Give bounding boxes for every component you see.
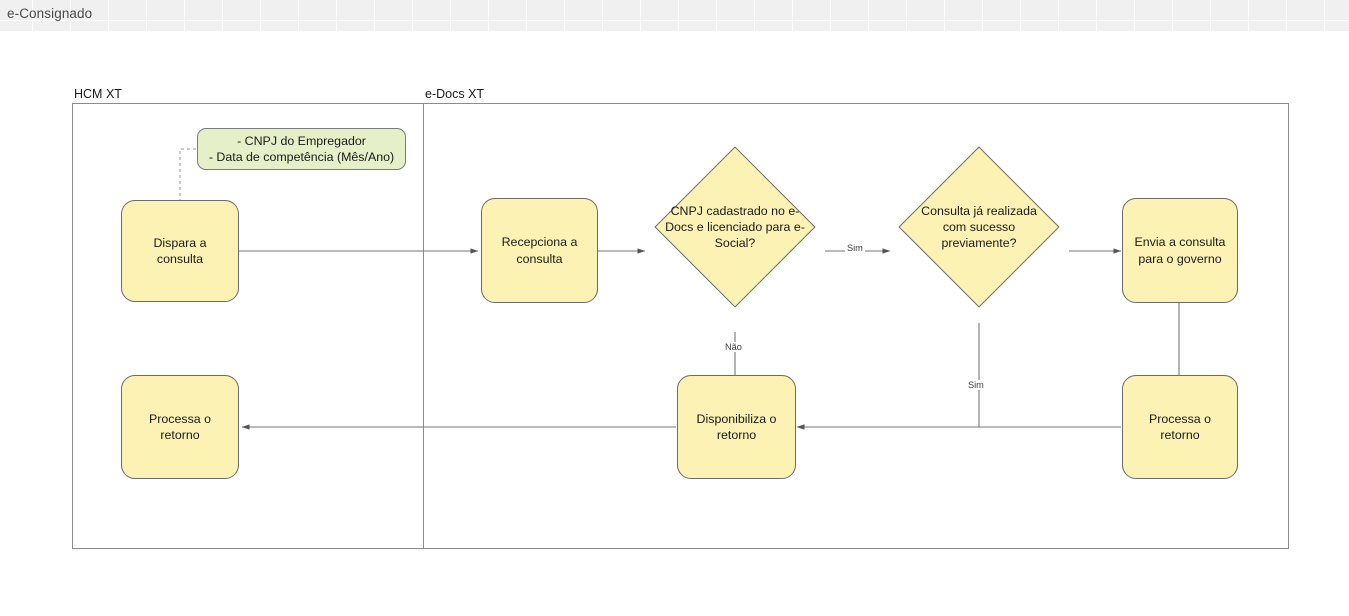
edge-note-to-dispara: [179, 148, 196, 201]
task-envia-governo[interactable]: Envia a consulta para o governo: [1122, 198, 1238, 303]
edge-label-nao: Não: [723, 342, 744, 352]
page-title: e-Consignado: [7, 6, 93, 21]
decision-cnpj-label: CNPJ cadastrado no e-Docs e licenciado p…: [665, 203, 805, 251]
edge-label-sim-1: Sim: [845, 243, 865, 253]
edge-label-sim-2: Sim: [966, 380, 986, 390]
task-dispara-consulta[interactable]: Dispara a consulta: [121, 200, 239, 302]
task-recepciona-consulta[interactable]: Recepciona a consulta: [481, 198, 598, 303]
decision-cnpj-cadastrado[interactable]: CNPJ cadastrado no e-Docs e licenciado p…: [654, 146, 816, 308]
pool-container: [72, 103, 1289, 549]
edge-consulta-sim-to-disponibiliza: [796, 323, 980, 430]
note-inputs[interactable]: - CNPJ do Empregador - Data de competênc…: [197, 128, 406, 170]
task-disponibiliza-retorno[interactable]: Disponibiliza o retorno: [677, 375, 796, 479]
edge-layer: [179, 148, 1182, 430]
decision-consulta-label: Consulta já realizada com sucesso previa…: [921, 203, 1037, 251]
diagram-canvas: HCM XT e-Docs XT: [0, 31, 1349, 616]
lane-label-hcm: HCM XT: [74, 87, 122, 101]
lane-divider: [423, 103, 425, 549]
header-bar: e-Consignado: [0, 0, 1349, 32]
task-processa-retorno-hcm[interactable]: Processa o retorno: [121, 375, 239, 479]
task-processa-retorno-edocs[interactable]: Processa o retorno: [1122, 375, 1238, 479]
decision-consulta-previa[interactable]: Consulta já realizada com sucesso previa…: [898, 146, 1060, 308]
lane-label-edocs: e-Docs XT: [425, 87, 485, 101]
